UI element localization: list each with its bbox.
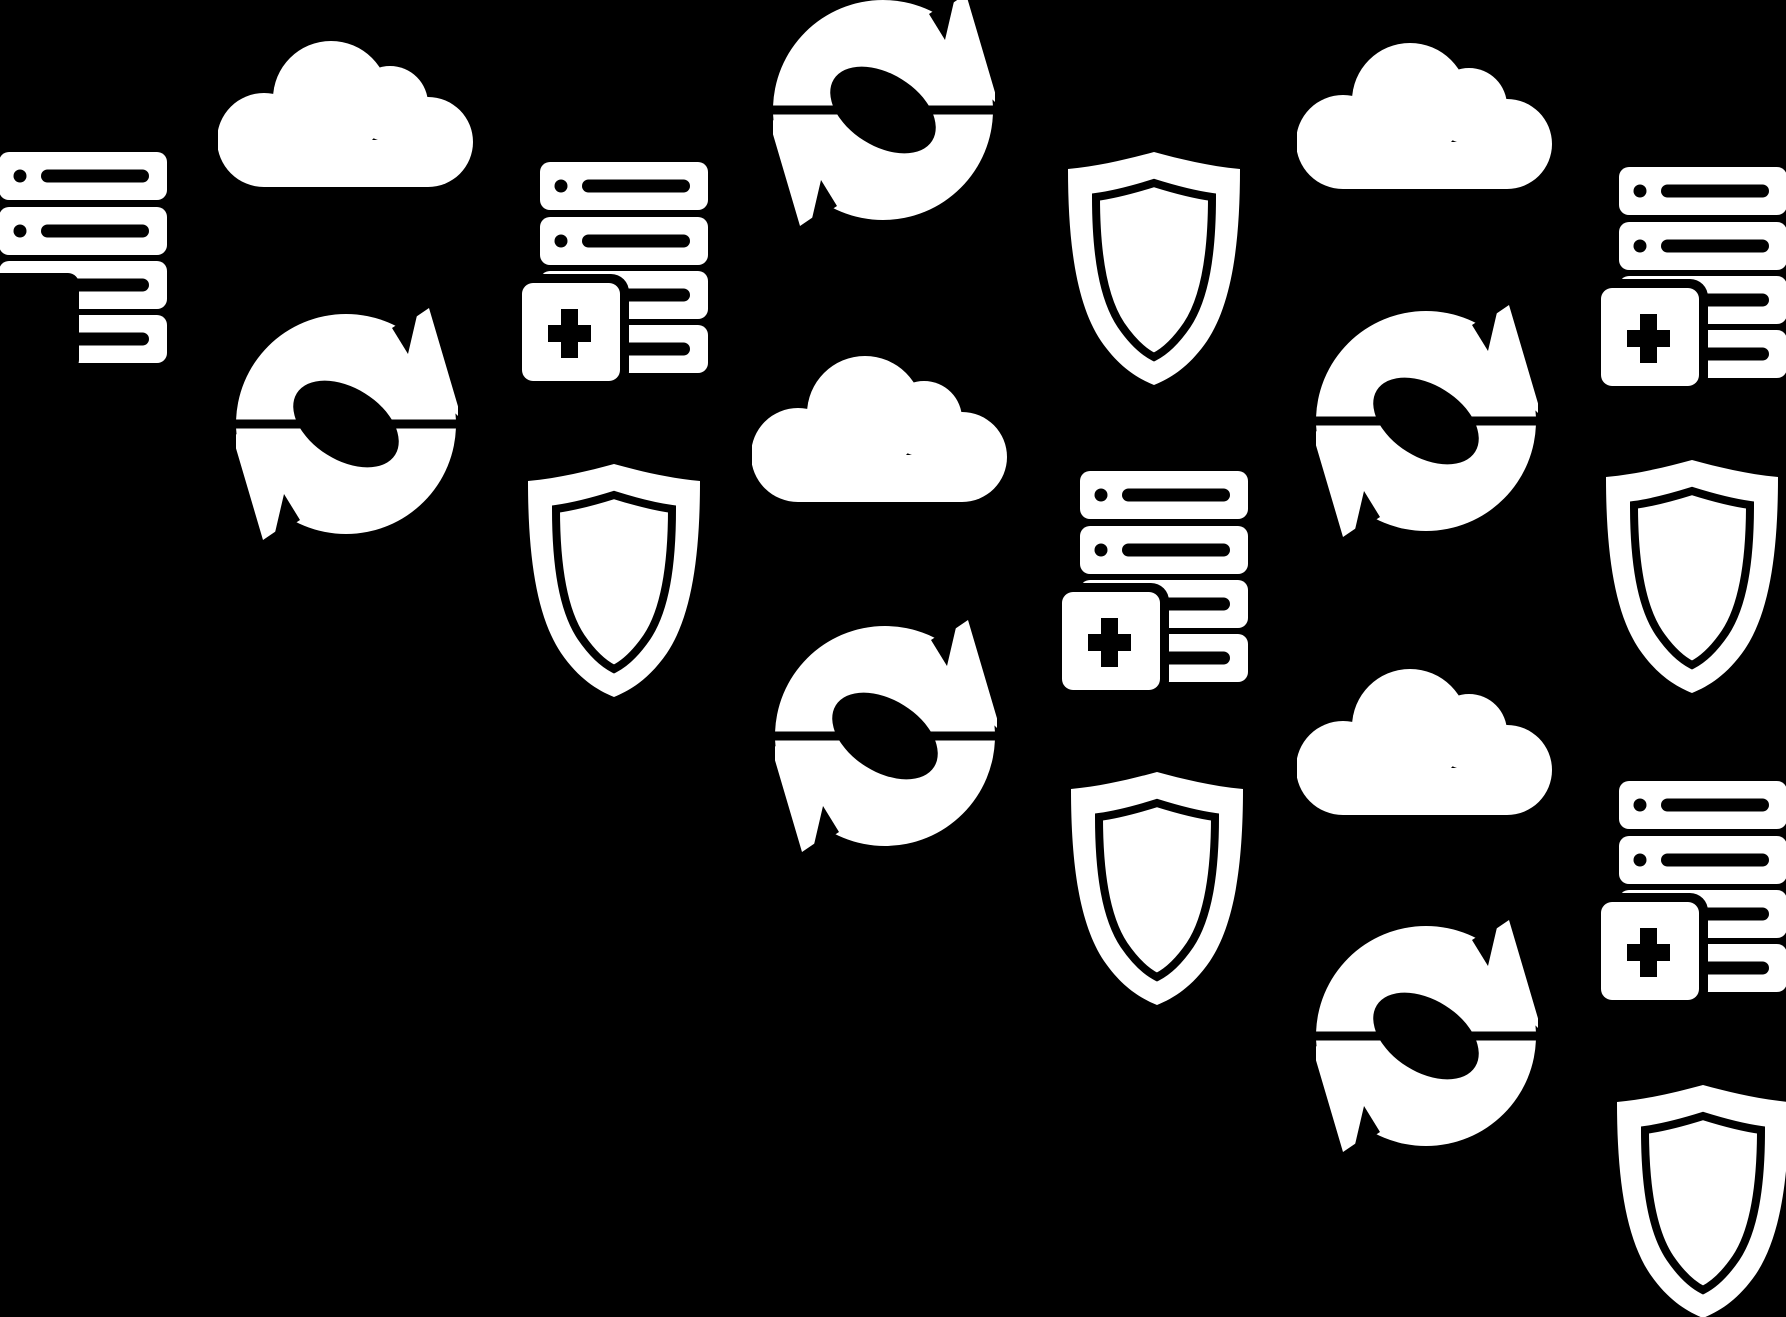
sync-icon <box>1316 305 1538 537</box>
medical-server-icon <box>1062 471 1252 691</box>
shield-icon <box>528 464 700 697</box>
sync-icon <box>1316 920 1538 1152</box>
sync-icon <box>773 0 995 226</box>
sync-icon <box>236 308 458 540</box>
medical-server-icon <box>1601 781 1786 1001</box>
cloud-icon <box>752 355 1008 503</box>
sync-icon <box>775 620 997 852</box>
medical-server-icon <box>522 162 712 382</box>
server-box-cutout-icon <box>0 152 171 372</box>
shield-icon <box>1606 460 1778 693</box>
shield-icon <box>1068 152 1240 385</box>
cloud-icon <box>218 40 474 188</box>
shield-icon <box>1617 1085 1786 1317</box>
cloud-icon <box>1297 668 1553 816</box>
cloud-icon <box>1297 42 1553 190</box>
shield-icon <box>1071 772 1243 1005</box>
medical-server-icon <box>1601 167 1786 387</box>
